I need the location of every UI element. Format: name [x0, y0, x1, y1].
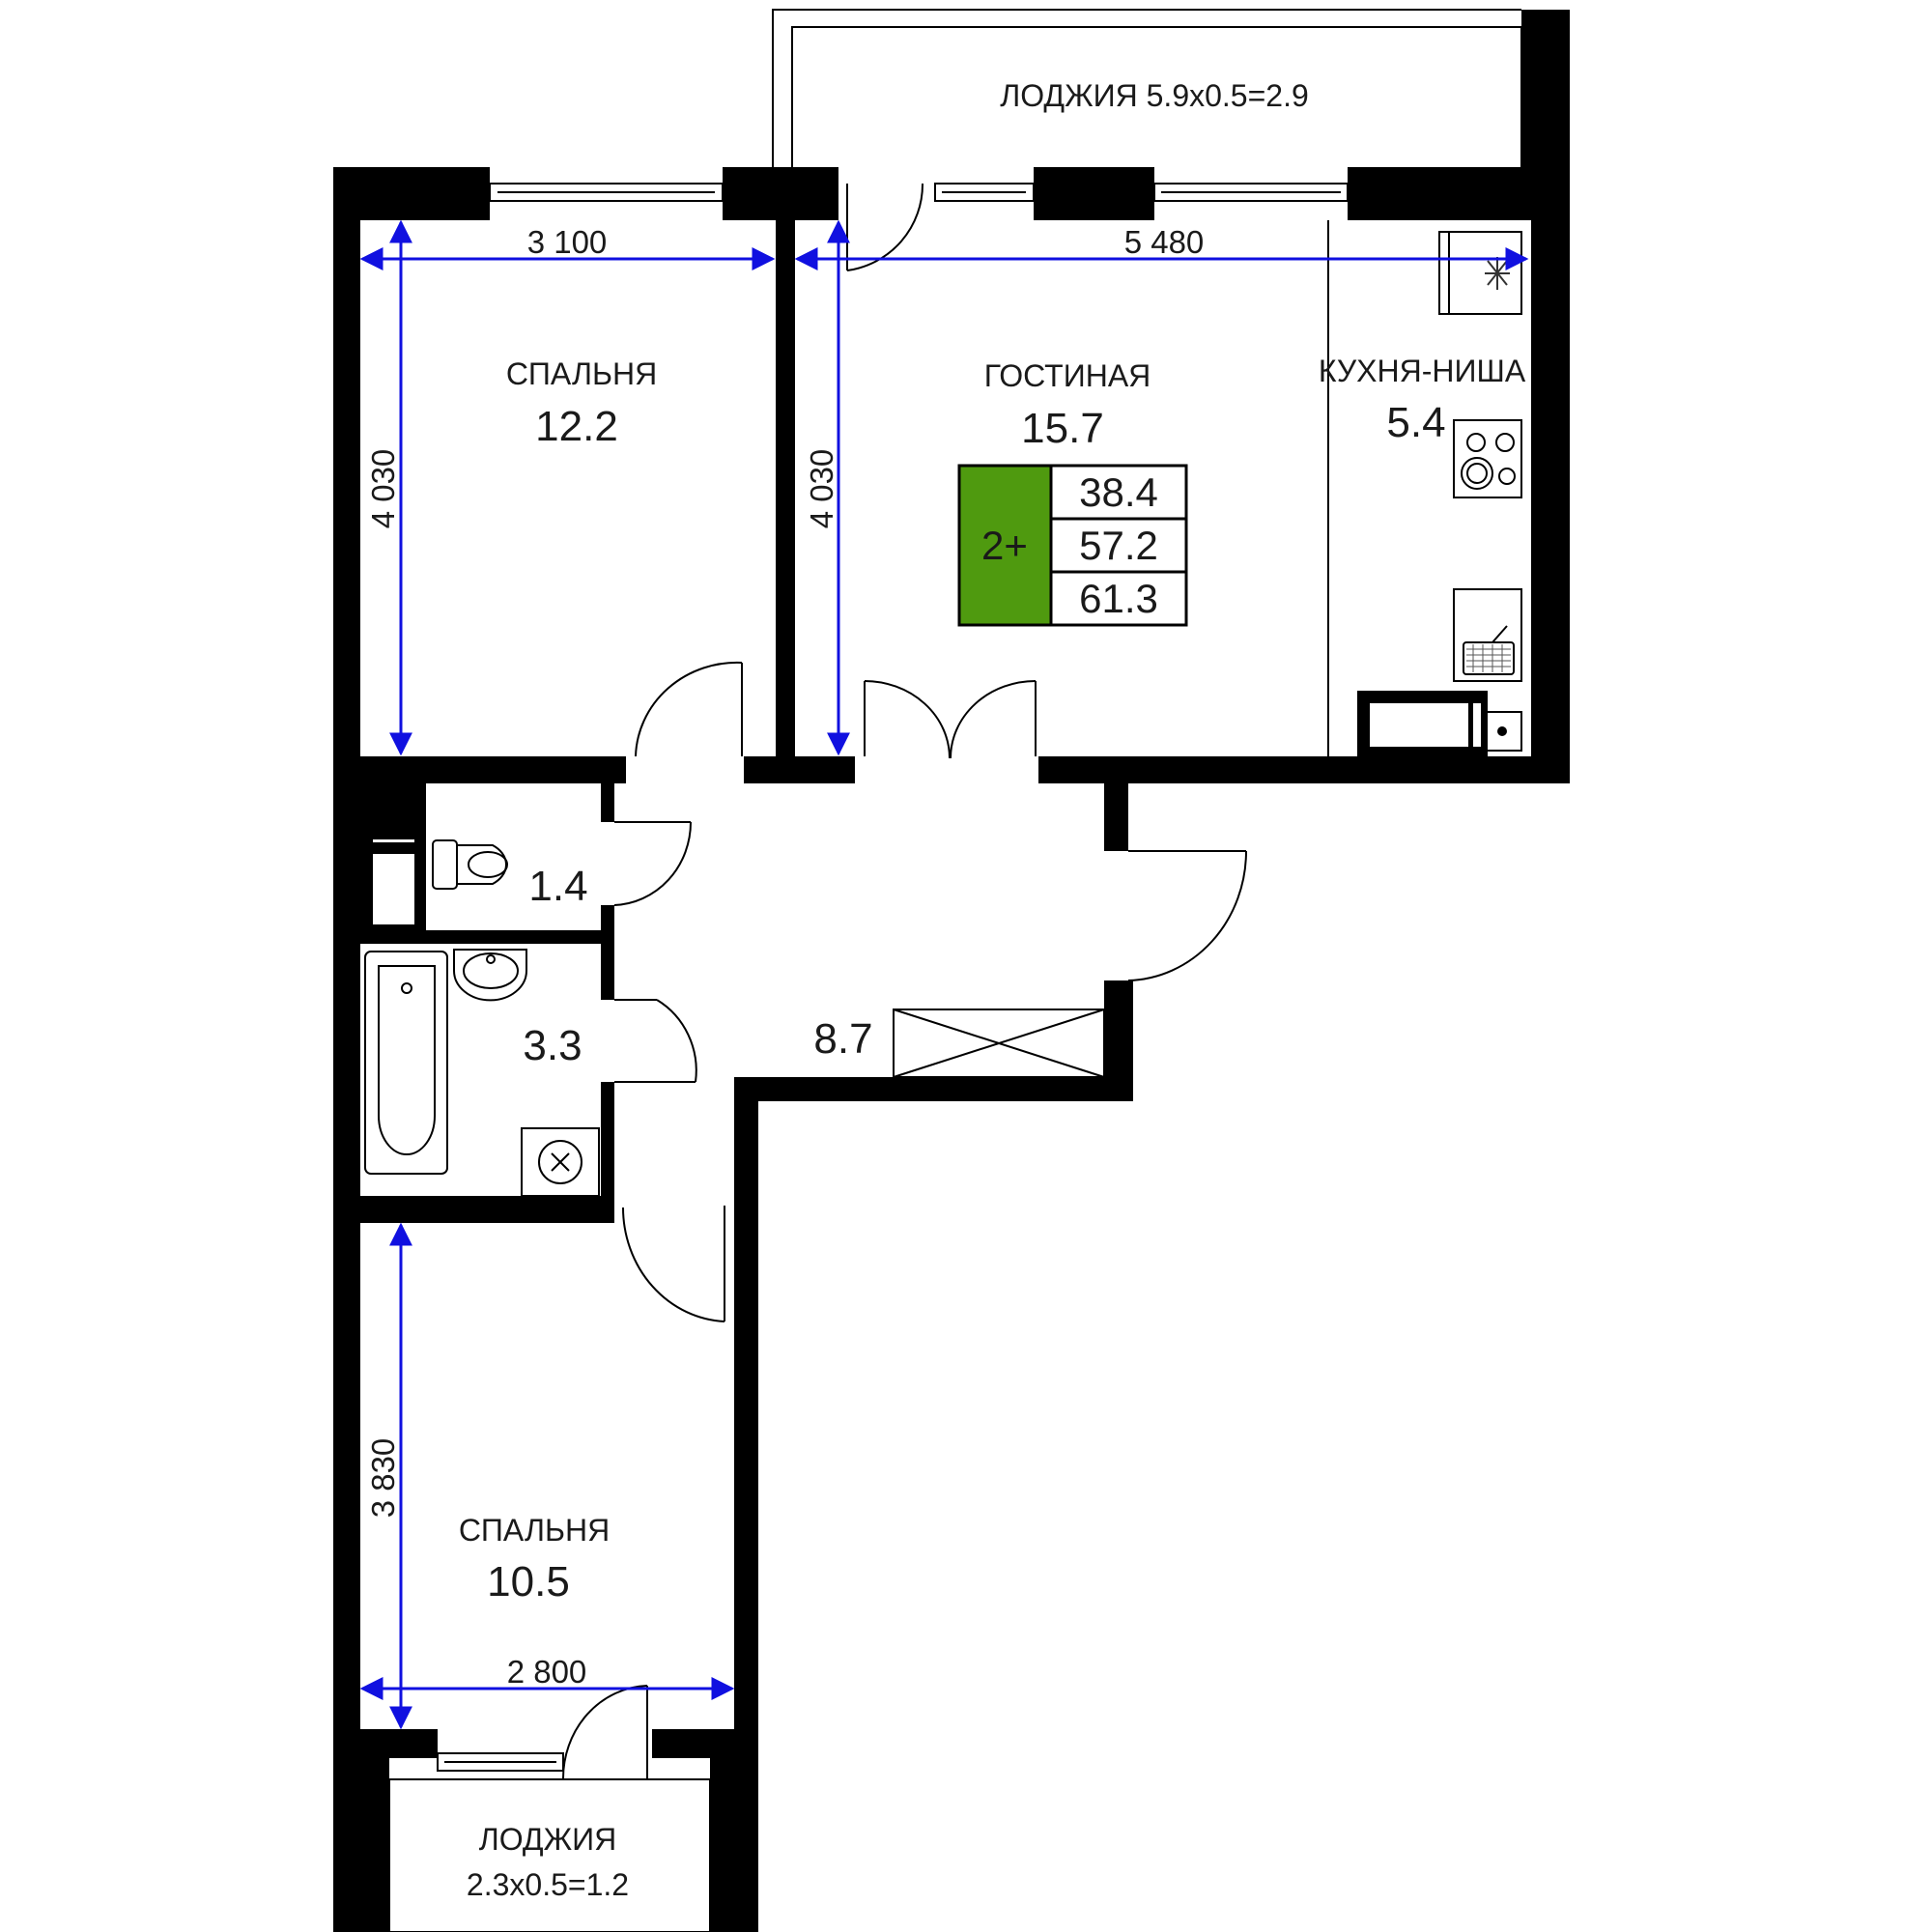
hall-area: 8.7 [813, 1015, 872, 1063]
wall-bottom-bedroom1-b [744, 756, 855, 783]
wall-hall-bottom [734, 1077, 1133, 1101]
loggia-bottom-size: 2.3x0.5=1.2 [467, 1867, 629, 1902]
bathtub-icon [364, 951, 448, 1175]
fridge-icon [1438, 231, 1522, 315]
badge-rooms-box [959, 466, 1051, 625]
wall-loggia-bottom-left [360, 1758, 389, 1932]
bedroom2-name: СПАЛЬНЯ [459, 1513, 610, 1548]
walls [333, 10, 1570, 1932]
dim-living-width: 5 480 [1124, 224, 1205, 260]
wall-wc-right-mid [601, 905, 614, 1000]
wc-area: 1.4 [528, 863, 587, 910]
dim-bedroom1-depth: 4 030 [365, 449, 401, 529]
badge-total-area: 57.2 [1079, 523, 1158, 568]
loggia-bottom [388, 1778, 711, 1932]
wall-bottom-bedroom2-right [652, 1729, 758, 1758]
loggia-bottom-name: ЛОДЖИЯ [479, 1822, 617, 1857]
dim-bedroom2-width: 2 800 [507, 1654, 587, 1690]
wc-block-inner-top [372, 842, 415, 854]
wall-right-kitchen [1521, 10, 1570, 220]
dim-living-depth: 4 030 [804, 449, 839, 529]
bedroom2-area: 10.5 [487, 1558, 570, 1605]
washbasin-icon [453, 949, 527, 1002]
wall-top-living-pier2 [1034, 167, 1154, 220]
stove-icon [1453, 419, 1522, 498]
dim-bedroom2-depth: 3 830 [365, 1438, 401, 1519]
wall-right-outer [1531, 220, 1570, 783]
wall-top-living-pier1 [819, 167, 838, 220]
wall-loggia-bottom-right [710, 1758, 758, 1932]
toilet-icon [432, 839, 508, 890]
wc-boiler-icon [369, 782, 414, 823]
doors [561, 183, 1247, 1780]
bedroom1-area: 12.2 [535, 403, 618, 450]
apartment-badge [957, 464, 1188, 627]
badge-living-area: 38.4 [1079, 469, 1158, 515]
wall-partition-bed1-living [776, 220, 795, 783]
wall-bath-bottom [360, 1196, 614, 1223]
wall-bottom-bedroom1 [360, 756, 626, 783]
boiler-icon [1482, 711, 1522, 752]
wall-wc-bath-divider [360, 930, 614, 944]
wardrobe-kitchen-inner [1370, 703, 1468, 747]
bedroom1-name: СПАЛЬНЯ [506, 356, 657, 391]
washing-machine-icon [521, 1127, 600, 1197]
wall-bottom-living [1038, 756, 1570, 783]
living-name: ГОСТИНАЯ [984, 358, 1151, 393]
wall-wc-right-top [601, 783, 614, 822]
living-area: 15.7 [1021, 405, 1104, 452]
wardrobe-icon [893, 1009, 1105, 1078]
kitchen-name: КУХНЯ-НИША [1319, 354, 1526, 388]
wall-bottom-bedroom2-left [360, 1729, 438, 1758]
wardrobe-kitchen-slot [1473, 703, 1481, 747]
wall-left-outer [333, 167, 360, 1932]
dimension-lines [359, 219, 1529, 1730]
badge-total-with-loggias: 61.3 [1079, 576, 1158, 621]
wall-bath-right-low [601, 1082, 614, 1203]
loggia-top [772, 9, 1522, 167]
sink-icon [1453, 588, 1522, 682]
loggia-top-label: ЛОДЖИЯ 5.9x0.5=2.9 [1000, 78, 1309, 113]
wall-top-bedroom1-right [723, 167, 819, 220]
badge-rooms: 2+ [981, 523, 1028, 568]
windows [437, 183, 1349, 1772]
dim-bedroom1-width: 3 100 [527, 224, 608, 260]
bathroom-area: 3.3 [523, 1022, 582, 1069]
kitchen-area: 5.4 [1386, 399, 1445, 446]
wall-hall-right-upper [1104, 783, 1128, 851]
wall-top-living-pier3 [1348, 167, 1521, 220]
wall-top-bedroom1-left [333, 167, 490, 220]
